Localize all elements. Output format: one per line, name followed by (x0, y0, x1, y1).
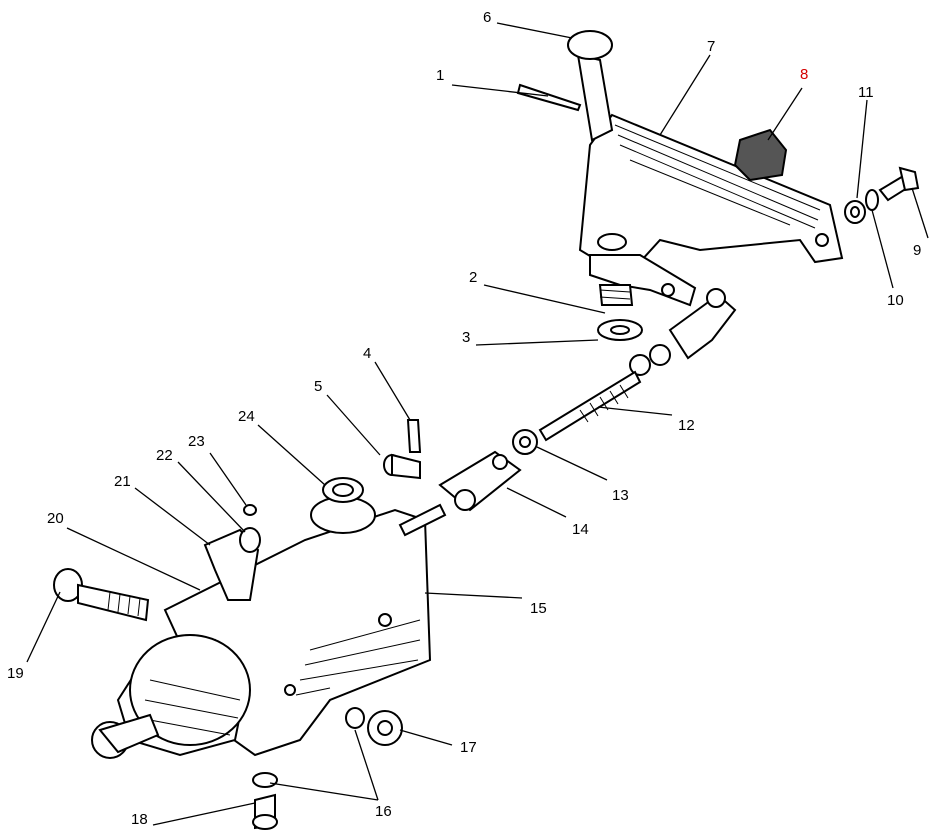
callout-21: 21 (114, 473, 131, 490)
lever-arm-part (589, 233, 697, 307)
callout-8: 8 (800, 66, 808, 83)
callout-24: 24 (238, 408, 255, 425)
callout-16: 16 (375, 803, 392, 820)
leader-8 (767, 87, 803, 141)
threaded-rod-part (538, 370, 642, 442)
pin-5-part (383, 453, 421, 480)
pedal-pad-part (733, 128, 788, 182)
bolt-18-part (252, 793, 278, 830)
leader-18 (152, 802, 256, 826)
leader-17 (399, 729, 453, 746)
nut-17-part (367, 710, 403, 746)
leader-4 (374, 361, 411, 421)
leader-6 (496, 22, 573, 39)
leader-1 (451, 84, 549, 97)
leader-5 (326, 394, 381, 456)
banjo-fitting-21-part (203, 527, 261, 601)
small-washer-23-part (243, 504, 257, 516)
leader-7 (659, 54, 711, 136)
washer-part (597, 319, 643, 341)
leader-24 (257, 424, 326, 486)
pin-part (567, 30, 614, 142)
callout-13: 13 (612, 487, 629, 504)
nut-11-part (844, 200, 866, 224)
leader-20 (66, 527, 201, 591)
callout-22: 22 (156, 447, 173, 464)
end-plug-part (91, 713, 160, 759)
leader-15 (424, 592, 523, 599)
leader-23 (209, 452, 247, 506)
reservoir-part (116, 634, 251, 757)
callout-15: 15 (530, 600, 547, 617)
callout-labels: 1 2 3 4 5 6 7 8 9 10 11 12 13 14 15 16 1… (7, 9, 921, 828)
leader-13 (536, 446, 608, 481)
leader-lines (26, 22, 929, 826)
callout-23: 23 (188, 433, 205, 450)
callout-11: 11 (858, 84, 874, 101)
cotter-pin-part (516, 83, 582, 112)
rod-nut-13-part (512, 429, 538, 455)
callout-17: 17 (460, 739, 477, 756)
callout-2: 2 (469, 269, 477, 286)
spring-part (598, 284, 634, 306)
leader-9 (911, 187, 929, 239)
callout-14: 14 (572, 521, 589, 538)
leader-22 (177, 461, 246, 533)
callout-1: 1 (436, 67, 444, 84)
callout-19: 19 (7, 665, 24, 682)
callout-12: 12 (678, 417, 695, 434)
callout-5: 5 (314, 378, 322, 395)
callout-18: 18 (131, 811, 148, 828)
leader-14 (506, 487, 567, 518)
lower-clevis-part (438, 450, 522, 512)
callout-7: 7 (707, 38, 715, 55)
callout-10: 10 (887, 292, 904, 309)
leader-11 (856, 99, 868, 199)
leader-19 (26, 591, 61, 663)
leader-16b (354, 729, 379, 801)
callout-9: 9 (913, 242, 921, 259)
leader-12 (597, 406, 673, 416)
callout-20: 20 (47, 510, 64, 527)
bolt-19-part (53, 568, 150, 622)
leader-3 (475, 339, 599, 346)
callout-6: 6 (483, 9, 491, 26)
rear-pushrod-part (398, 503, 447, 537)
leader-21 (134, 487, 211, 546)
cotter-4-part (406, 419, 422, 453)
leader-16a (269, 782, 379, 801)
pedal-bracket-part (578, 113, 844, 264)
callout-3: 3 (462, 329, 470, 346)
lock-washer-10-part (865, 189, 879, 211)
bolt-9-part (878, 166, 920, 202)
leader-10 (871, 209, 894, 289)
upper-clevis-part (629, 288, 737, 376)
callout-4: 4 (363, 345, 371, 362)
leader-2 (483, 284, 606, 314)
port-fitting-24-part (310, 477, 376, 534)
